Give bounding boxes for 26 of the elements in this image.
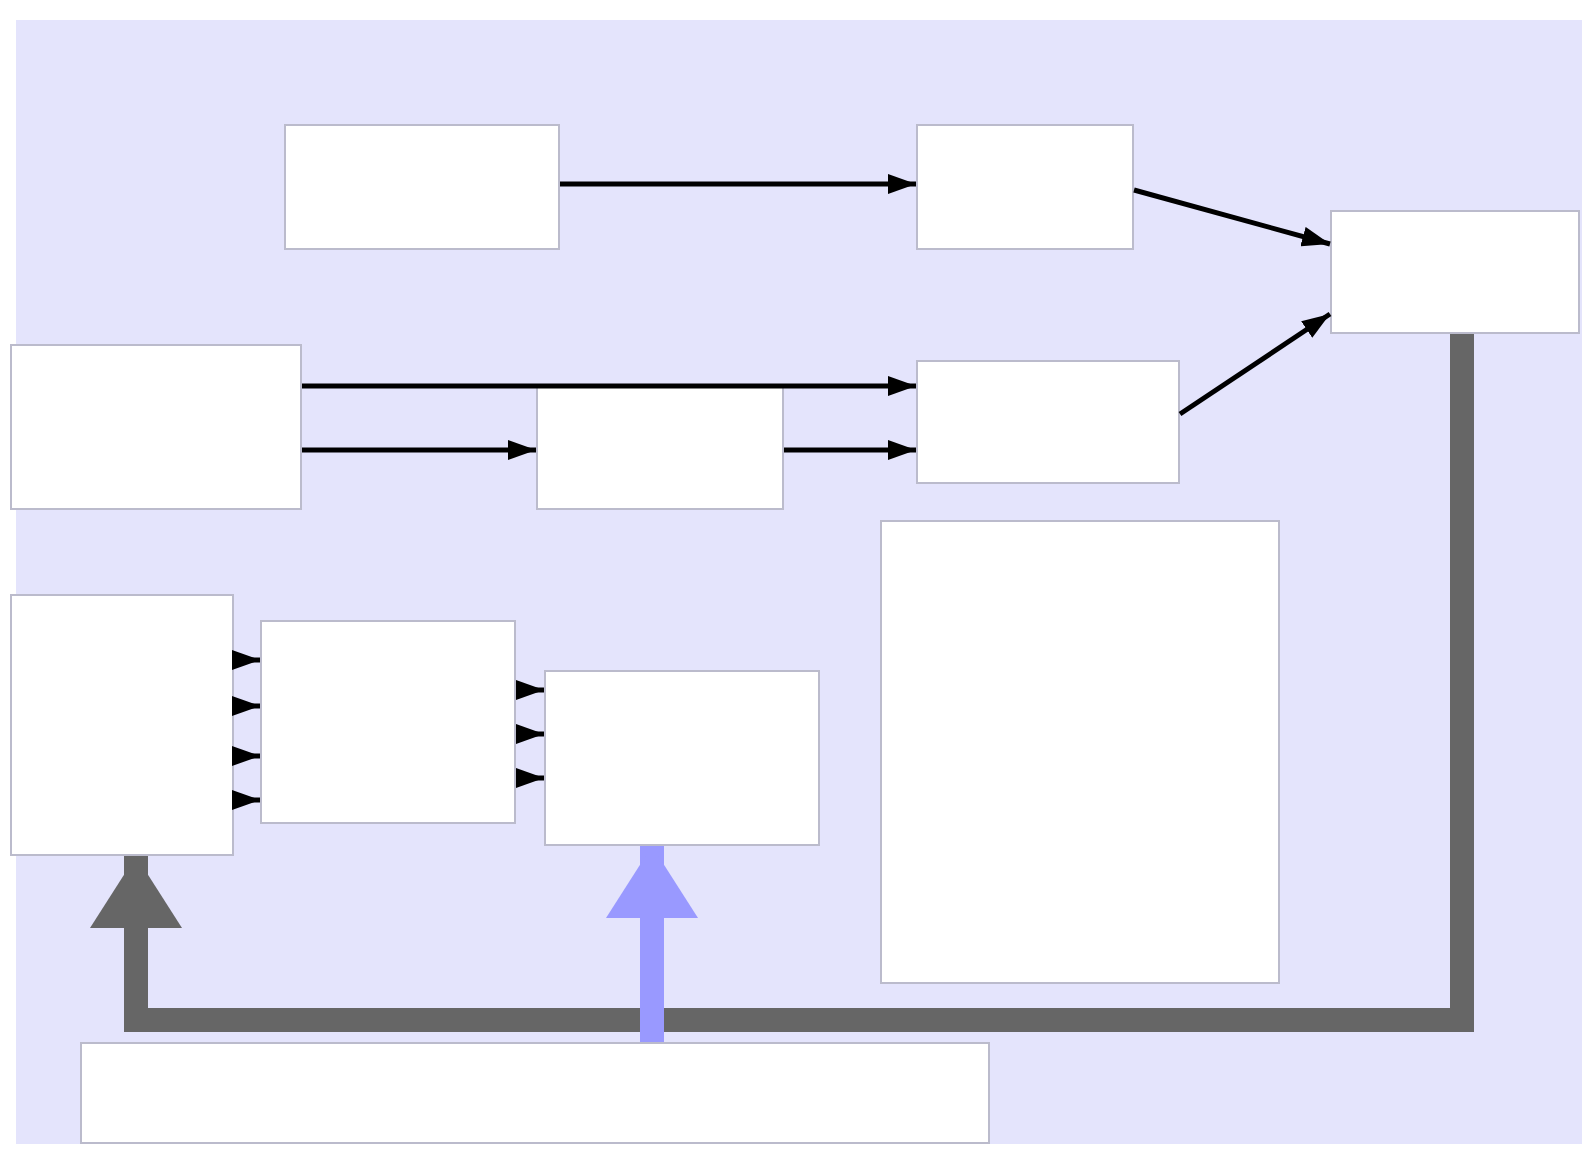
arrow (516, 724, 544, 744)
empty-box (80, 1042, 990, 1144)
empty-box (916, 360, 1180, 484)
arrow (1178, 311, 1332, 417)
empty-box (1330, 210, 1580, 334)
empty-box (10, 344, 302, 510)
empty-box (544, 670, 820, 846)
arrow (516, 680, 544, 700)
arrow (784, 440, 916, 460)
arrow (302, 440, 536, 460)
empty-box (916, 124, 1134, 250)
arrow (302, 376, 916, 396)
arrow (232, 650, 260, 670)
arrow (516, 768, 544, 788)
arrow (90, 334, 1474, 1032)
arrow (232, 746, 260, 766)
empty-box (536, 386, 784, 510)
arrow (560, 174, 916, 194)
empty-box (284, 124, 560, 250)
empty-box (10, 594, 234, 856)
arrow (232, 790, 260, 810)
arrow (232, 696, 260, 716)
empty-box (880, 520, 1280, 984)
arrow (606, 846, 698, 1042)
empty-box (260, 620, 516, 824)
arrow (1133, 187, 1331, 247)
